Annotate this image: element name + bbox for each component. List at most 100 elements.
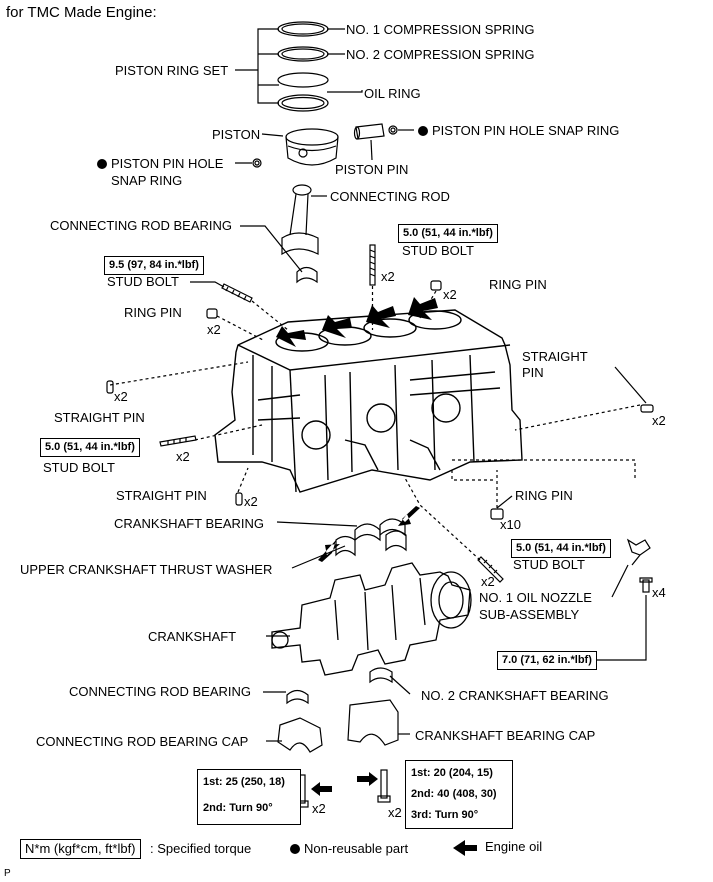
snap-ring-right-icon	[388, 125, 398, 135]
label-oil-nozzle-2: SUB-ASSEMBLY	[479, 607, 580, 622]
piston-pin-icon	[353, 123, 385, 140]
torque-rod-cap-step-1: 1st: 25 (250, 18)	[203, 776, 285, 788]
qty-crank-cap-bolt: x2	[388, 805, 402, 820]
qty-stud-left: x2	[176, 449, 190, 464]
crank-cap-icon	[347, 699, 399, 746]
oil-arrow-washer-right-icon	[398, 506, 420, 526]
straight-pin-right-icon	[640, 404, 654, 413]
oil-arrow-rod-cap-icon	[311, 782, 332, 796]
label-straight-pin-left: STRAIGHT PIN	[54, 410, 145, 425]
straight-pin-left-icon	[106, 380, 114, 394]
label-stud-bolt-left: STUD BOLT	[43, 460, 115, 475]
label-straight-pin-right-2: PIN	[522, 365, 544, 380]
label-no2-crank-bearing: NO. 2 CRANKSHAFT BEARING	[421, 688, 609, 703]
snap-ring-left-icon	[252, 158, 262, 168]
oil-arrow-4-icon	[408, 297, 438, 320]
qty-straight-pin-left: x2	[114, 389, 128, 404]
oil-arrow-2-icon	[322, 315, 352, 338]
label-straight-pin-bottom: STRAIGHT PIN	[116, 488, 207, 503]
piston-icon	[285, 128, 339, 166]
engine-oil-legend-arrow-icon	[453, 840, 477, 856]
label-piston: PISTON	[212, 127, 261, 142]
label-conn-rod-cap: CONNECTING ROD BEARING CAP	[36, 734, 249, 749]
conn-rod-cap-icon	[277, 717, 323, 753]
qty-ring-pin-x10: x10	[500, 517, 521, 532]
label-piston-pin-snap-ring-right: PISTON PIN HOLE SNAP RING	[418, 123, 619, 138]
non-reusable-dot-icon	[290, 844, 300, 854]
label-crankshaft-bearing: CRANKSHAFT BEARING	[114, 516, 265, 531]
label-straight-pin-right-1: STRAIGHT	[522, 349, 588, 364]
qty-ring-pin-left: x2	[207, 322, 221, 337]
legend-non-reusable: Non-reusable part	[290, 841, 408, 856]
label-crankshaft: CRANKSHAFT	[148, 629, 237, 644]
label-piston-pin-snap-ring-left-2: SNAP RING	[111, 173, 183, 188]
legend-torque-unit: N*m (kgf*cm, ft*lbf)	[20, 839, 141, 859]
diagram-header: for TMC Made Engine:	[6, 4, 157, 21]
ring-pin-top-icon	[430, 280, 442, 291]
legend-specified-torque: : Specified torque	[150, 841, 252, 856]
label-oil-nozzle-1: NO. 1 OIL NOZZLE	[479, 590, 592, 605]
label-piston-ring-set: PISTON RING SET	[115, 63, 229, 78]
label-compression-ring-1: NO. 1 COMPRESSION SPRING	[346, 22, 535, 37]
qty-stud-top: x2	[381, 269, 395, 284]
label-stud-bolt-nozzle: STUD BOLT	[513, 557, 585, 572]
crankshaft-icon	[271, 562, 472, 676]
label-oil-ring: OIL RING	[364, 86, 421, 101]
ring-pin-x10-icon	[490, 508, 504, 520]
torque-crank-cap-step-3: 3rd: Turn 90°	[411, 809, 479, 821]
ring-pin-left-icon	[206, 308, 218, 319]
label-stud-bolt-top: STUD BOLT	[402, 243, 474, 258]
label-ring-pin-top: RING PIN	[489, 277, 547, 292]
label-thrust-washer: UPPER CRANKSHAFT THRUST WASHER	[20, 562, 273, 577]
label-piston-pin-snap-ring-left: PISTON PIN HOLE	[97, 156, 223, 171]
oil-nozzle-icon	[626, 538, 651, 566]
crank-cap-bolt-icon	[377, 769, 391, 803]
label-conn-rod-bearing-bottom: CONNECTING ROD BEARING	[69, 684, 252, 699]
qty-straight-pin-bottom: x2	[244, 494, 258, 509]
label-ring-pin-left: RING PIN	[124, 305, 182, 320]
label-connecting-rod: CONNECTING ROD	[330, 189, 450, 204]
torque-crank-cap-step-1: 1st: 20 (204, 15)	[411, 767, 493, 779]
qty-nozzle-bolt: x4	[652, 585, 666, 600]
torque-box-stud-left: 5.0 (51, 44 in.*lbf)	[40, 438, 140, 457]
crankshaft-bearing-icon	[354, 518, 406, 542]
stud-bolt-nozzle-icon	[477, 556, 504, 583]
torque-rod-cap-step-2: 2nd: Turn 90°	[203, 802, 273, 814]
oil-arrow-1-icon	[276, 326, 306, 347]
torque-crank-cap-step-2: 2nd: 40 (408, 30)	[411, 788, 497, 800]
label-compression-ring-2: NO. 2 COMPRESSION SPRING	[346, 47, 535, 62]
label-crank-cap: CRANKSHAFT BEARING CAP	[415, 728, 596, 743]
torque-box-stud-nozzle: 5.0 (51, 44 in.*lbf)	[511, 539, 611, 558]
torque-table-rod-cap: 1st: 25 (250, 18) 2nd: Turn 90°	[197, 769, 301, 825]
cylinder-block-icon	[214, 309, 523, 493]
torque-box-stud-top: 5.0 (51, 44 in.*lbf)	[398, 224, 498, 243]
connecting-rod-icon	[281, 184, 319, 256]
non-reusable-dot-icon	[418, 126, 428, 136]
straight-pin-bottom-icon	[235, 492, 243, 506]
thrust-washer-icon	[335, 530, 407, 557]
stud-bolt-upper-left-icon	[221, 283, 253, 303]
label-piston-pin: PISTON PIN	[335, 162, 409, 177]
conn-rod-bearing-top-icon	[296, 266, 318, 284]
footer-code: P	[4, 868, 11, 879]
compression-ring-2-icon	[277, 46, 329, 62]
non-reusable-dot-icon	[97, 159, 107, 169]
stud-bolt-top-icon	[369, 244, 376, 286]
torque-box-nozzle-bolt: 7.0 (71, 62 in.*lbf)	[497, 651, 597, 670]
oil-arrow-crank-cap-icon	[357, 772, 378, 786]
qty-ring-pin-top: x2	[443, 287, 457, 302]
conn-rod-bearing-bottom-icon	[286, 689, 309, 705]
torque-table-crank-cap: 1st: 20 (204, 15) 2nd: 40 (408, 30) 3rd:…	[405, 760, 513, 829]
legend-engine-oil: Engine oil	[485, 839, 543, 854]
oil-nozzle-bolt-icon	[639, 577, 653, 593]
qty-rod-cap-bolt: x2	[312, 801, 326, 816]
oil-arrow-3-icon	[366, 305, 396, 328]
oil-ring-icon	[277, 72, 329, 112]
label-stud-bolt-upper-left: STUD BOLT	[107, 274, 179, 289]
oil-arrow-washer-left-icon	[318, 540, 340, 562]
label-conn-rod-bearing-top: CONNECTING ROD BEARING	[50, 218, 233, 233]
torque-box-stud-upper-left: 9.5 (97, 84 in.*lbf)	[104, 256, 204, 275]
qty-straight-pin-right: x2	[652, 413, 666, 428]
label-ring-pin-bottom: RING PIN	[515, 488, 573, 503]
